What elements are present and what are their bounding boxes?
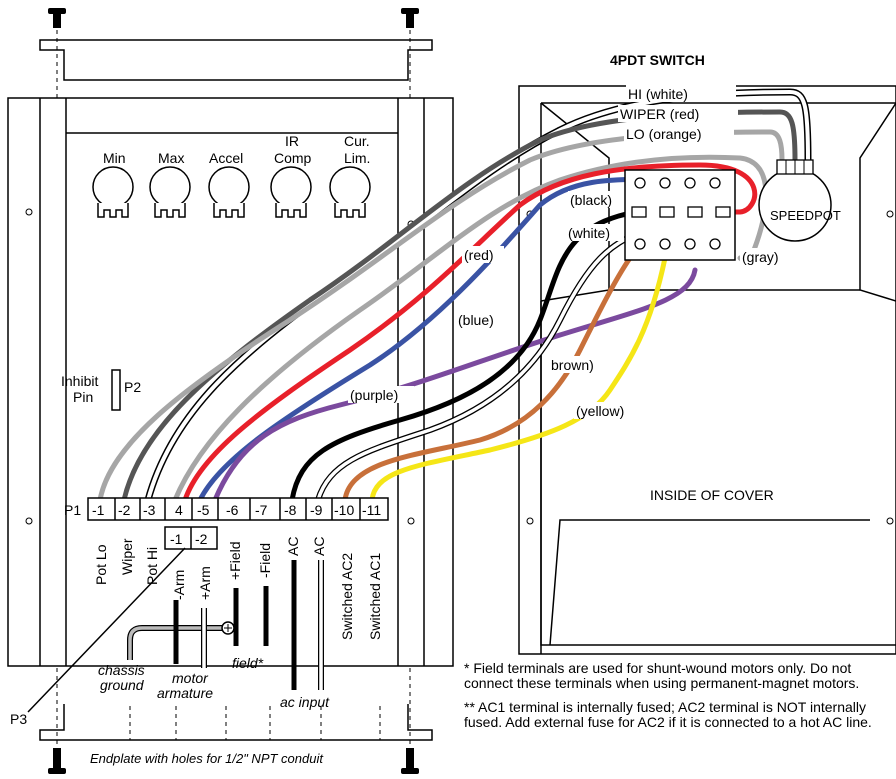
p1-terminal-2: -2 xyxy=(118,502,131,518)
label-armature: armature xyxy=(157,685,213,701)
terminal-name-switched-ac2: Switched AC2 xyxy=(339,553,355,640)
terminal-name-plus-arm: +Arm xyxy=(197,566,213,600)
note-field-terminals: * Field terminals are used for shunt-wou… xyxy=(464,660,860,691)
terminal-name-pot-hi: Pot Hi xyxy=(144,547,160,585)
p2-label: P2 xyxy=(124,379,141,395)
label-motor: motor xyxy=(172,670,209,686)
wire-gray xyxy=(172,154,769,503)
cover-hole xyxy=(886,210,894,218)
pot-label-min: Min xyxy=(103,150,126,166)
pot-label-ir: IR xyxy=(285,133,299,149)
terminal-name-ac-1: AC xyxy=(285,537,301,556)
wire-brown xyxy=(342,255,633,503)
bottom-right-screw-icon xyxy=(401,748,419,774)
wire-label-gray: (gray) xyxy=(742,249,779,265)
chassis-hole xyxy=(25,208,33,216)
trim-pot-min xyxy=(92,166,134,218)
pot-label-max: Max xyxy=(158,150,184,166)
cover-hole xyxy=(526,517,534,525)
p1-terminal-3: -3 xyxy=(143,502,156,518)
wire-label-black: (black) xyxy=(570,192,612,208)
p3-terminal-block xyxy=(164,526,218,550)
p1-label: P1 xyxy=(64,502,81,518)
p3-leader-line xyxy=(27,547,186,713)
p1-terminal-5: -5 xyxy=(197,502,210,518)
terminal-name-minus-field: -Field xyxy=(257,543,273,578)
label-ground: ground xyxy=(100,677,145,693)
chassis-hole xyxy=(407,517,415,525)
trim-pot-accel xyxy=(208,166,250,218)
footnotes: * Field terminals are used for shunt-wou… xyxy=(464,661,894,739)
chassis-hole xyxy=(25,517,33,525)
wire-label-lo: LO (orange) xyxy=(626,126,701,142)
label-chassis: chassis xyxy=(98,662,145,678)
terminal-name-minus-arm: -Arm xyxy=(171,570,187,600)
ground-screw-icon xyxy=(221,621,235,635)
4pdt-switch xyxy=(624,169,736,261)
wire-label-blue: (blue) xyxy=(458,312,494,328)
wire-label-purple: (purple) xyxy=(350,387,398,403)
wire-wiper-darkgray xyxy=(121,109,798,503)
cover-label: INSIDE OF COVER xyxy=(650,487,774,503)
inhibit-pin-label: Pin xyxy=(73,389,93,405)
p3-label: P3 xyxy=(10,711,27,727)
p3-terminal-2: -2 xyxy=(195,531,208,547)
terminal-name-ac-2: AC xyxy=(311,537,327,556)
cover-hole xyxy=(886,517,894,525)
wire-lo-gray xyxy=(97,129,785,503)
wire-label-hi: HI (white) xyxy=(628,86,688,102)
terminal-name-wiper: Wiper xyxy=(119,538,135,575)
p3-terminal-1: -1 xyxy=(170,531,183,547)
switch-title: 4PDT SWITCH xyxy=(610,52,705,68)
p1-terminal-7: -7 xyxy=(255,502,268,518)
pot-label-lim: Lim. xyxy=(344,150,370,166)
note-ac-fuse: ** AC1 terminal is internally fused; AC2… xyxy=(464,699,872,730)
label-ac-input: ac input xyxy=(280,694,330,710)
pot-label-comp: Comp xyxy=(274,150,312,166)
wire-purple xyxy=(212,267,698,503)
wire-label-group: HI (white) WIPER (red) LO (orange) (blac… xyxy=(348,85,792,419)
wire-label-yellow: (yellow) xyxy=(576,403,624,419)
drive-chassis xyxy=(7,97,454,667)
terminal-name-plus-field: +Field xyxy=(227,541,243,580)
top-left-screw-icon xyxy=(48,8,66,98)
terminal-name-pot-lo: Pot Lo xyxy=(93,544,109,585)
wire-white xyxy=(316,230,642,502)
bottom-endplate xyxy=(39,704,433,741)
p1-terminal-11: -11 xyxy=(362,502,381,518)
wire-black xyxy=(289,207,653,503)
p1-terminal-block xyxy=(87,497,389,521)
speedpot-label: SPEEDPOT xyxy=(770,208,841,223)
pot-label-cur: Cur. xyxy=(344,133,370,149)
p1-terminal-1: -1 xyxy=(92,502,105,518)
wire-label-brown: brown) xyxy=(551,357,594,373)
inhibit-pin xyxy=(111,369,121,411)
endplate-label: Endplate with holes for 1/2" NPT conduit xyxy=(90,751,324,766)
top-right-screw-icon xyxy=(401,8,419,98)
wire-yellow xyxy=(369,255,668,503)
inhibit-label: Inhibit xyxy=(61,373,98,389)
p1-terminal-8: -8 xyxy=(284,502,297,518)
bottom-left-screw-icon xyxy=(48,748,66,774)
p1-terminal-4: 4 xyxy=(175,502,183,518)
label-field: field* xyxy=(232,655,264,671)
wire-chassis-ground xyxy=(128,626,225,660)
trim-pot-max xyxy=(149,166,191,218)
pot-label-accel: Accel xyxy=(209,150,243,166)
speedpot: SPEEDPOT xyxy=(758,159,841,242)
conduit-guides xyxy=(56,668,411,770)
wire-label-red: (red) xyxy=(464,247,494,263)
trim-pot-cur-lim xyxy=(329,166,371,218)
wire-label-white: (white) xyxy=(568,225,610,241)
trim-pot-ir-comp xyxy=(270,166,312,218)
terminal-name-switched-ac1: Switched AC1 xyxy=(367,553,383,640)
top-endplate xyxy=(39,39,433,81)
p1-terminal-10: -10 xyxy=(334,502,354,518)
wire-red xyxy=(182,162,758,503)
wire-label-wiper: WIPER (red) xyxy=(620,106,699,122)
p1-terminal-9: -9 xyxy=(310,502,323,518)
p1-terminal-6: -6 xyxy=(226,502,239,518)
